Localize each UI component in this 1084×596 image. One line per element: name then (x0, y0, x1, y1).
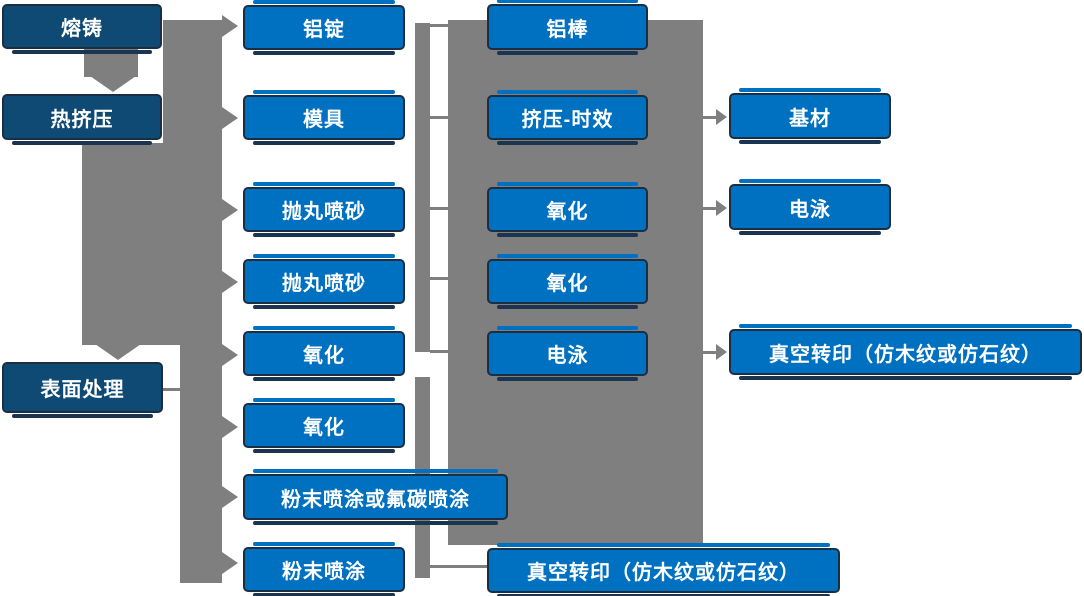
node-base-material: 基材 (729, 88, 891, 144)
node-surface-treatment: 表面处理 (2, 362, 163, 418)
arrow-to-shot-blasting-2-icon (222, 271, 238, 293)
tick-surface-link (163, 388, 180, 391)
node-label: 模具 (303, 109, 345, 131)
tick-mid-row5 (430, 350, 448, 353)
node-label: 铝棒 (546, 18, 589, 41)
stem-right-row2 (703, 116, 716, 119)
node-aluminum-ingot: 铝锭 (243, 0, 405, 55)
node-oxidation-mid-2: 氧化 (487, 254, 648, 309)
node-label: 电泳 (789, 198, 831, 221)
arrow-down-to-hot-extrusion-icon (90, 76, 136, 92)
tick-bottom-link (430, 565, 487, 568)
arrow-to-base-material-icon (716, 109, 727, 125)
node-powder-coating: 粉末喷涂 (243, 542, 405, 596)
node-oxidation-mid-1: 氧化 (487, 182, 648, 237)
node-label: 氧化 (546, 201, 589, 223)
node-label: 基材 (789, 107, 831, 130)
node-hot-extrusion: 热挤压 (2, 94, 162, 145)
arrow-to-aluminum-ingot-icon (222, 15, 238, 37)
tick-mid-row4 (430, 277, 448, 280)
node-label: 粉末喷涂或氟碳喷涂 (281, 488, 470, 511)
node-label: 氧化 (546, 273, 589, 295)
arrow-to-oxidation-left-1-icon (222, 344, 238, 366)
node-powder-or-fluorocarbon: 粉末喷涂或氟碳喷涂 (243, 469, 508, 525)
connector-surface-column (180, 345, 222, 583)
node-label: 热挤压 (50, 108, 114, 131)
arrow-to-vacuum-transfer-right-icon (716, 344, 727, 360)
arrow-to-powder-or-fluorocarbon-icon (222, 486, 238, 508)
arrow-to-mould-icon (222, 107, 238, 129)
node-electrophoresis-mid: 电泳 (487, 326, 648, 381)
node-melting: 熔铸 (2, 4, 162, 54)
node-label: 粉末喷涂 (282, 561, 366, 583)
node-oxidation-left-2: 氧化 (243, 398, 405, 453)
node-label: 电泳 (546, 345, 589, 367)
arrow-down-to-surface-treatment-icon (95, 344, 141, 360)
connector-left-lower-block (82, 143, 222, 345)
tick-mid-row2 (430, 116, 448, 119)
arrow-to-oxidation-left-2-icon (222, 416, 238, 438)
arrow-to-electrophoresis-right-icon (716, 200, 727, 216)
node-label: 表面处理 (40, 379, 125, 401)
tick-mid-row3 (430, 207, 448, 210)
node-oxidation-left-1: 氧化 (243, 326, 405, 381)
node-extrusion-aging: 挤压-时效 (487, 90, 648, 145)
node-vacuum-transfer-right: 真空转印（仿木纹或仿石纹） (729, 324, 1082, 380)
node-aluminum-rod: 铝棒 (487, 0, 648, 55)
arrow-to-shot-blasting-1-icon (222, 199, 238, 221)
stem-right-row5 (703, 351, 716, 354)
node-label: 挤压-时效 (521, 109, 614, 131)
node-mould: 模具 (243, 90, 405, 145)
node-label: 氧化 (303, 417, 345, 439)
node-label: 氧化 (303, 345, 345, 367)
node-shot-blasting-2: 抛丸喷砂 (243, 254, 405, 309)
node-label: 抛丸喷砂 (282, 201, 366, 223)
arrow-to-powder-coating-icon (222, 552, 238, 574)
node-shot-blasting-1: 抛丸喷砂 (243, 182, 405, 237)
node-label: 铝锭 (303, 19, 345, 41)
node-label: 熔铸 (61, 18, 103, 40)
node-label: 真空转印（仿木纹或仿石纹） (769, 343, 1042, 366)
tick-mid-row1 (430, 24, 448, 27)
node-electrophoresis-right: 电泳 (729, 179, 891, 235)
connector-mid-bar-upper (415, 23, 430, 352)
node-label: 真空转印（仿木纹或仿石纹） (527, 562, 800, 584)
node-vacuum-transfer-bottom: 真空转印（仿木纹或仿石纹） (487, 543, 840, 596)
stem-right-row3 (703, 207, 716, 210)
node-label: 抛丸喷砂 (282, 273, 366, 295)
